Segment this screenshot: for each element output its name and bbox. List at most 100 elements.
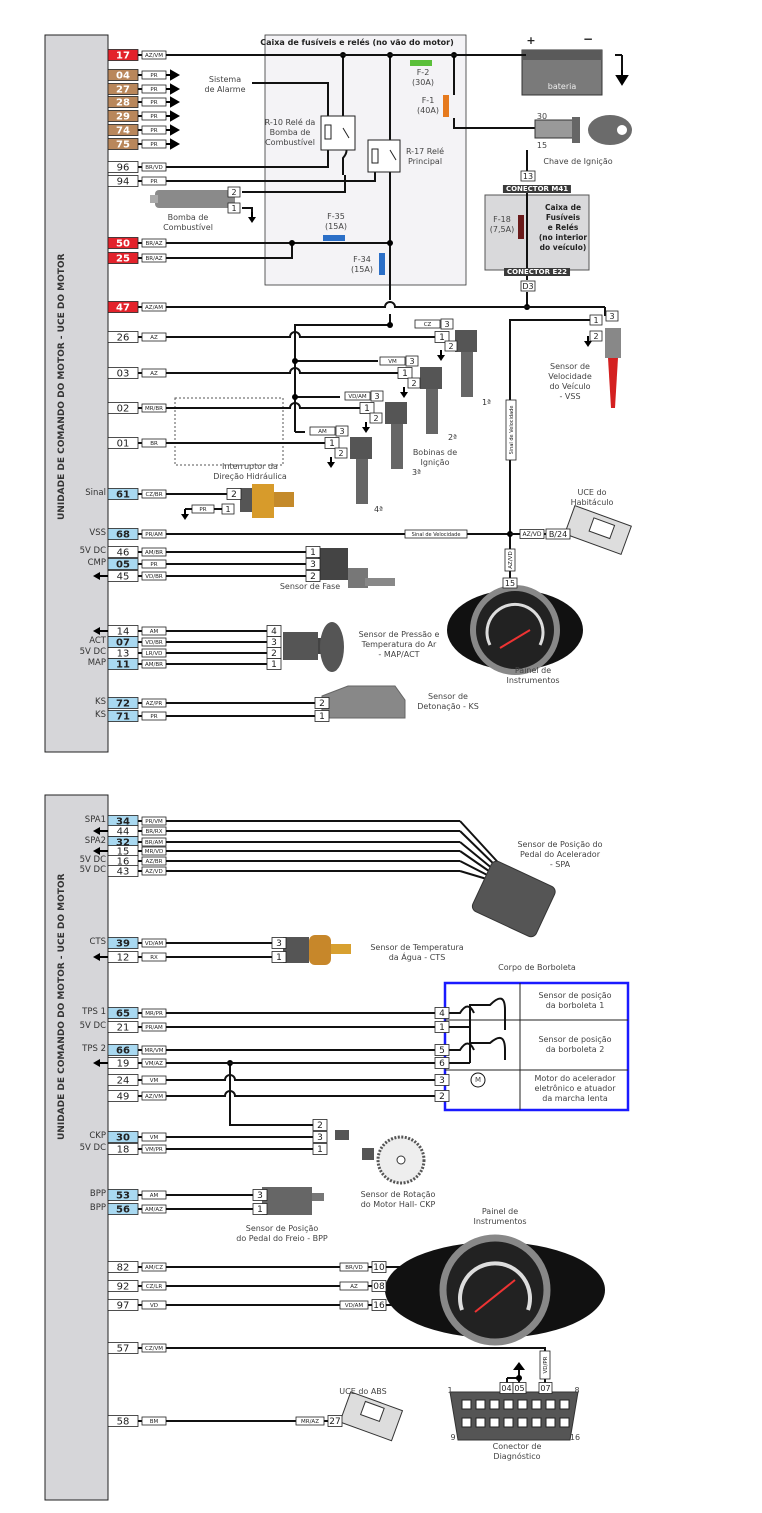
vss-pin-1-text: 1 xyxy=(593,316,598,325)
ground-icon xyxy=(93,827,108,835)
wire-color-tag-text: BR/AZ xyxy=(146,256,163,262)
connector-pin-2-text: 2 xyxy=(231,490,237,500)
ecu-pin-47-text: 47 xyxy=(116,303,130,314)
ckp-pin-2-text: 2 xyxy=(317,1121,323,1131)
ecu-pin-39-text: 39 xyxy=(116,939,130,950)
ecu-pin-56-text: 56 xyxy=(116,1205,130,1216)
connector-pin-2: 2 xyxy=(434,1090,450,1102)
ecu-pin-46: 46 xyxy=(107,546,139,559)
fuse-f1 xyxy=(443,95,449,117)
ground-icon xyxy=(93,953,108,961)
fuse-f2 xyxy=(410,60,432,66)
ecu-pin-12: 12 xyxy=(107,951,139,964)
connector-pin-5-text: 5 xyxy=(439,1046,445,1056)
fuse-f35-label: F-35 (15A) xyxy=(325,212,347,231)
connector-pin-2: 2 xyxy=(314,697,330,709)
power-steering-pin-1-text: 1 xyxy=(225,505,230,514)
wire-color-tag-text: PR xyxy=(150,142,157,148)
connector-pin-3-text: 3 xyxy=(276,939,282,949)
body-ecu-wire-tag-text: AZ/VD xyxy=(523,531,542,538)
coil-pin-2-text: 2 xyxy=(411,379,416,388)
ecu-pin-18-text: 18 xyxy=(117,1145,130,1156)
wire-color-tag: AM/BR xyxy=(141,659,167,669)
wire-color-tag: MR/VM xyxy=(141,1045,167,1055)
arrow-right-icon xyxy=(166,110,181,122)
connector-pin-2: 2 xyxy=(266,647,282,659)
phase-sensor-icon xyxy=(318,548,395,588)
connector-pin-16: 16 xyxy=(371,1299,387,1311)
coil-pin-3: 3 xyxy=(370,390,384,402)
coil-body xyxy=(391,424,403,469)
cluster-wire-tag-text: AZ/VD xyxy=(508,551,514,568)
coil-feed-wire-tag: CZ xyxy=(414,319,441,329)
signal-label: 5V DC xyxy=(79,546,106,556)
ckp-sensor-icon xyxy=(335,1130,426,1185)
ecu-pin-72: 72 xyxy=(107,697,139,710)
ecu-pin-07: 07 xyxy=(107,636,139,649)
wire-color-tag-text: MR/VM xyxy=(145,1048,164,1054)
fuel-pump-pin-2-text: 2 xyxy=(231,188,236,197)
ecu-pin-03-text: 03 xyxy=(117,369,130,380)
signal-label: KS xyxy=(95,697,106,707)
body-ecu-pin: B/24 xyxy=(545,528,571,540)
wire-color-tag-text: MR/PR xyxy=(145,1011,163,1017)
power-steering-dotted-box xyxy=(174,397,284,466)
ecu-pin-92: 92 xyxy=(107,1280,139,1293)
wire-pin-47 xyxy=(166,301,605,308)
obd-pin-cell xyxy=(503,1399,514,1410)
coil-pin-3-text: 3 xyxy=(409,357,414,366)
wire-color-tag-text: AZ xyxy=(150,371,158,377)
ecu-pin-44-text: 44 xyxy=(117,827,130,838)
ecu-bar-bottom xyxy=(44,794,109,1501)
connector-pin-6-text: 6 xyxy=(439,1059,445,1069)
speed-signal-tag-text: Sinal de Velocidade xyxy=(412,532,461,538)
connector-pin-2: 2 xyxy=(305,570,321,582)
connector-pin-1-text: 1 xyxy=(310,548,316,558)
connector-pin-1-text: 1 xyxy=(402,369,408,379)
ecu-pin-53: 53 xyxy=(107,1189,139,1202)
ground-icon xyxy=(93,847,108,855)
coil-pin-2: 2 xyxy=(334,447,348,459)
far-wire-color-tag: BR/VD xyxy=(339,1262,369,1272)
wire-color-tag: VM/PR xyxy=(141,1144,167,1154)
wire-color-tag: VM xyxy=(141,1132,167,1142)
ecu-pin-02-text: 02 xyxy=(117,404,130,415)
ecu-pin-13: 13 xyxy=(107,647,139,660)
cluster-bottom-label: Painel de Instrumentos xyxy=(473,1207,527,1226)
signal-label: BPP xyxy=(89,1189,106,1199)
connector-pin-1-text: 1 xyxy=(439,333,445,343)
wire-color-tag: AM/AZ xyxy=(141,1204,167,1214)
ground-icon xyxy=(93,1059,108,1067)
connector-pin-4-text: 4 xyxy=(271,627,277,637)
ecu-pin-94: 94 xyxy=(107,175,139,188)
wire-color-tag-text: PR xyxy=(150,73,157,79)
connector-pin-1: 1 xyxy=(434,331,450,343)
battery-label: bateria xyxy=(547,82,577,91)
fuse-f2-label: F-2 (30A) xyxy=(412,68,434,87)
wire-color-tag-text: CZ/BR xyxy=(145,492,162,498)
cluster-input xyxy=(386,1266,405,1306)
throttle-row-motor: Motor do acelerador eletrônico e atuador… xyxy=(534,1074,616,1103)
coil-pin-2: 2 xyxy=(369,412,383,424)
wire-color-tag: VM/AZ xyxy=(141,1058,167,1068)
obd-pin-07-text: 07 xyxy=(540,1384,550,1393)
ground-icon xyxy=(437,350,445,361)
coil-pin-3: 3 xyxy=(440,318,454,330)
connector-pin-5: 5 xyxy=(434,1044,450,1056)
map-act-label: Sensor de Pressão e Temperatura do Ar - … xyxy=(358,630,440,659)
connector-pin-1-text: 1 xyxy=(364,404,370,414)
far-wire-color-tag-text: MR/AZ xyxy=(301,1419,319,1425)
ground-icon xyxy=(93,572,108,580)
obd-corner-1: 1 xyxy=(447,1386,453,1395)
ecu-pin-50: 50 xyxy=(107,237,139,250)
wire-color-tag: CZ/VM xyxy=(141,1343,167,1353)
ecu-pin-82-text: 82 xyxy=(117,1263,130,1274)
wire-color-tag: PR xyxy=(141,559,167,569)
coolant-temp-sensor-icon xyxy=(283,935,351,965)
ecu-pin-01: 01 xyxy=(107,437,139,450)
power-steering-label: Interruptor da Direção Hidráulica xyxy=(213,462,287,481)
ecu-pin-30: 30 xyxy=(107,1131,139,1144)
signal-label: KS xyxy=(95,710,106,720)
ecu-pin-74: 74 xyxy=(107,124,139,137)
